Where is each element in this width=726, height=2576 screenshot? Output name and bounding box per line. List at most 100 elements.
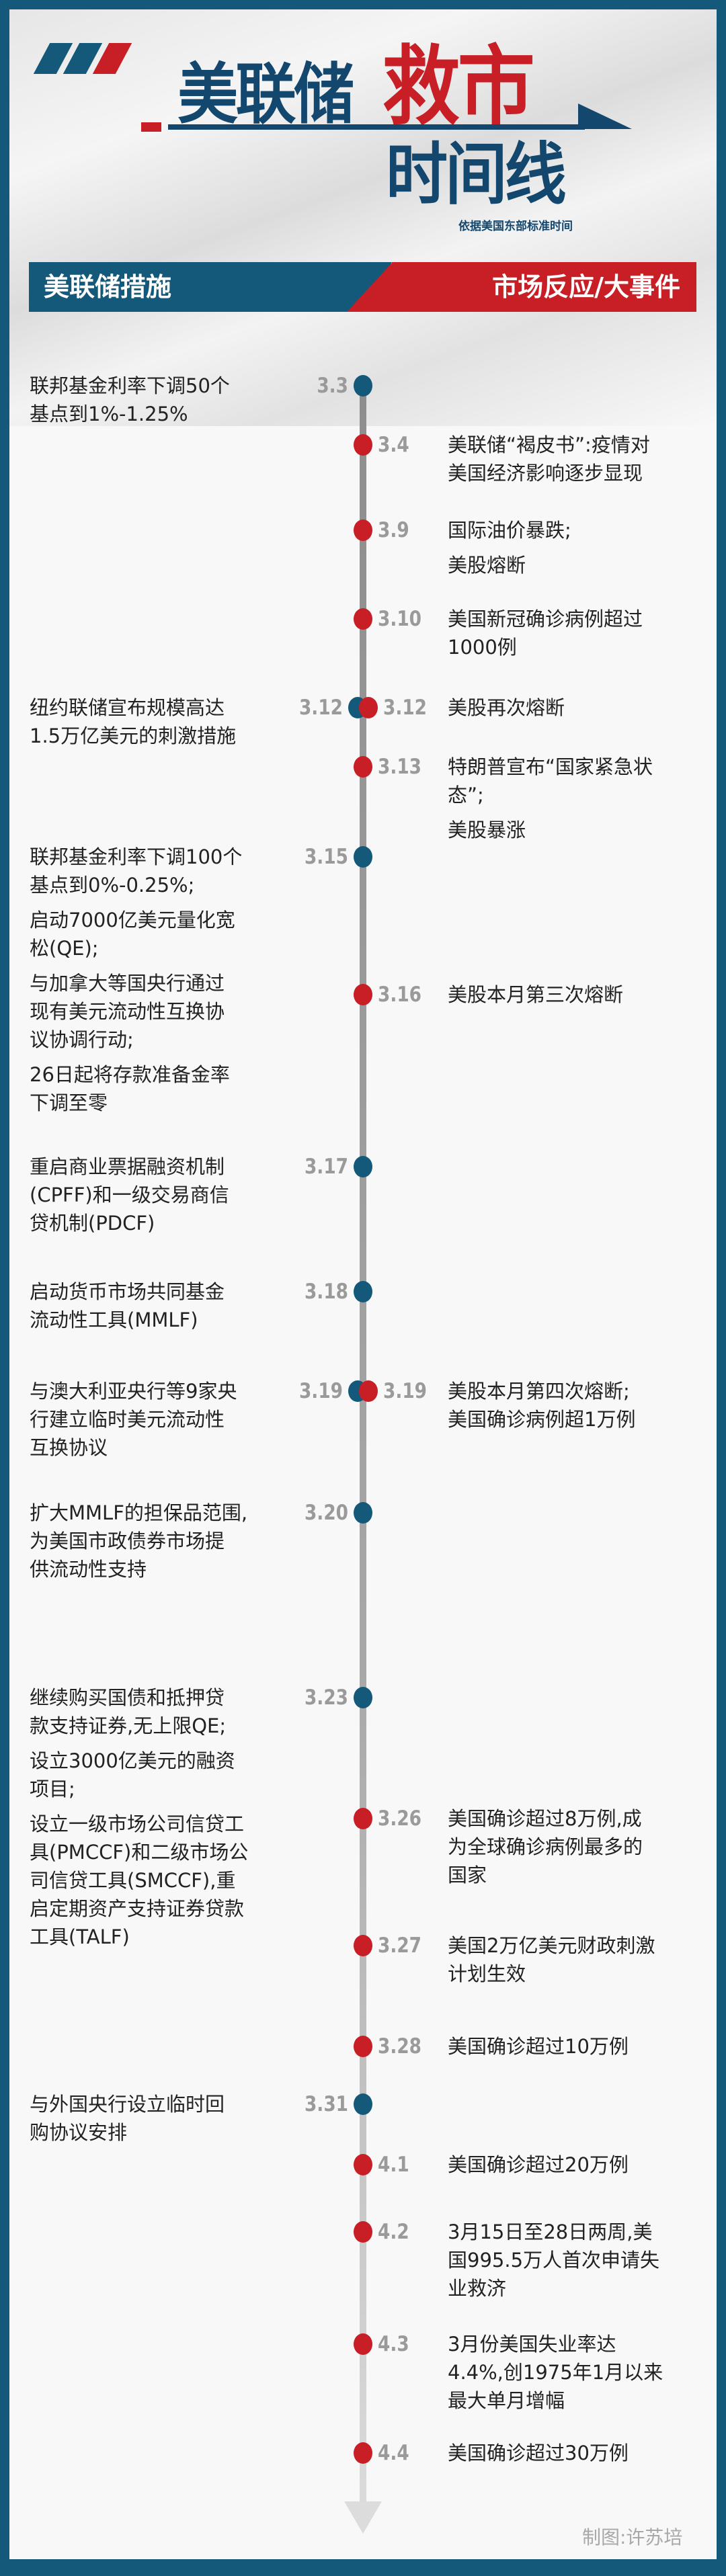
header-background <box>9 9 717 426</box>
event-text: 美股本月第四次熔断;美国确诊病例超1万例 <box>448 1377 635 1440</box>
text-line: 国995.5万人首次申请失 <box>448 2249 660 2272</box>
fed-date: 3.3 <box>317 374 348 398</box>
paragraph: 美国2万亿美元财政刺激计划生效 <box>448 1931 655 1988</box>
event-dot <box>354 1935 372 1956</box>
paragraph: 美国确诊超过30万例 <box>448 2439 629 2467</box>
text-line: 流动性工具(MMLF) <box>30 1308 198 1331</box>
text-line: 美国经济影响逐步显现 <box>448 462 643 485</box>
text-line: 态”; <box>448 784 484 806</box>
paragraph: 设立3000亿美元的融资项目; <box>30 1747 248 1803</box>
paragraph: 26日起将存款准备金率下调至零 <box>30 1061 242 1117</box>
paragraph: 与加拿大等国央行通过现有美元流动性互换协议协调行动; <box>30 969 242 1054</box>
paragraph: 美股再次熔断 <box>448 694 565 722</box>
text-line: 下调至零 <box>30 1091 108 1114</box>
banner-fed-measures: 美联储措施 <box>29 262 392 312</box>
title-underline <box>168 124 585 130</box>
event-dot <box>359 697 378 718</box>
text-line: 国际油价暴跌; <box>448 519 571 542</box>
event-text: 美国确诊超过20万例 <box>448 2151 629 2186</box>
event-dot <box>359 1380 378 1402</box>
text-line: 美联储“褐皮书”:疫情对 <box>448 433 650 456</box>
fed-measure-text: 联邦基金利率下调100个基点到0%-0.25%;启动7000亿美元量化宽松(QE… <box>30 843 242 1124</box>
text-line: 美国确诊超过20万例 <box>448 2153 629 2176</box>
text-line: 重启商业票据融资机制 <box>30 1155 225 1178</box>
text-line: 与加拿大等国央行通过 <box>30 972 225 995</box>
text-line: (CPFF)和一级交易商信 <box>30 1183 229 1206</box>
text-line: 启动货币市场共同基金 <box>30 1280 225 1303</box>
text-line: 26日起将存款准备金率 <box>30 1063 230 1086</box>
fed-dot <box>354 846 372 868</box>
event-date: 4.1 <box>378 2153 409 2177</box>
text-line: 美国确诊超过30万例 <box>448 2442 629 2464</box>
fed-measure-text: 与澳大利亚央行等9家央行建立临时美元流动性互换协议 <box>30 1377 237 1468</box>
event-date: 3.26 <box>378 1806 422 1831</box>
timeline-axis <box>360 386 366 2523</box>
event-date: 3.19 <box>383 1379 428 1403</box>
fed-date: 3.31 <box>304 2092 348 2116</box>
fed-measure-text: 与外国央行设立临时回购协议安排 <box>30 2090 225 2153</box>
fed-date: 3.20 <box>304 1501 348 1525</box>
event-date: 3.27 <box>378 1934 422 1958</box>
fed-dot <box>354 1156 372 1177</box>
text-line: 3月15日至28日两周,美 <box>448 2220 653 2243</box>
event-dot <box>354 756 372 778</box>
fed-measure-text: 继续购买国债和抵押贷款支持证券,无上限QE; 设立3000亿美元的融资项目; 设立一… <box>30 1684 248 1958</box>
event-text: 美股再次熔断 <box>448 694 565 729</box>
event-dot <box>354 434 372 456</box>
text-line: 特朗普宣布“国家紧急状 <box>448 755 653 778</box>
text-line: 现有美元流动性互换协 <box>30 1000 225 1023</box>
title-rescue: 救市 <box>382 37 535 137</box>
event-dot <box>354 520 372 541</box>
event-text: 特朗普宣布“国家紧急状态”;美股暴涨 <box>448 753 653 851</box>
paragraph: 扩大MMLF的担保品范围,为美国市政债券市场提供流动性支持 <box>30 1499 247 1583</box>
fed-date: 3.19 <box>298 1379 343 1403</box>
paragraph: 联邦基金利率下调50个基点到1%-1.25% <box>30 372 230 428</box>
event-date: 3.10 <box>378 607 422 631</box>
text-line: 启定期资产支持证券贷款 <box>30 1897 245 1920</box>
event-dot <box>354 2154 372 2175</box>
paragraph: 国际油价暴跌; <box>448 516 571 544</box>
text-line: 松(QE); <box>30 937 99 960</box>
text-line: 3月份美国失业率达 <box>448 2333 616 2356</box>
event-dot <box>354 2221 372 2243</box>
paragraph: 启动7000亿美元量化宽松(QE); <box>30 906 242 962</box>
paragraph: 美国确诊超过8万例,成为全球确诊病例最多的国家 <box>448 1804 643 1889</box>
text-line: 为美国市政债券市场提 <box>30 1530 225 1552</box>
text-line: 美国新冠确诊病例超过 <box>448 608 643 630</box>
text-line: 设立一级市场公司信贷工 <box>30 1813 245 1835</box>
event-date: 3.9 <box>378 518 409 542</box>
fed-dot <box>354 1281 372 1302</box>
fed-dot <box>354 2093 372 2115</box>
timeline-arrow-icon <box>344 2501 382 2534</box>
event-text: 美联储“褐皮书”:疫情对美国经济影响逐步显现 <box>448 431 650 494</box>
paragraph: 美股熔断 <box>448 551 571 579</box>
event-text: 国际油价暴跌; 美股熔断 <box>448 516 571 586</box>
text-line: 工具(TALF) <box>30 1925 130 1948</box>
text-line: 设立3000亿美元的融资 <box>30 1749 235 1772</box>
event-dot <box>354 608 372 630</box>
text-line: 项目; <box>30 1778 75 1800</box>
text-line: 美国确诊超过8万例,成 <box>448 1807 642 1830</box>
fed-dot <box>354 375 372 397</box>
text-line: 美国确诊超过10万例 <box>448 2035 629 2058</box>
fed-measure-text: 扩大MMLF的担保品范围,为美国市政债券市场提供流动性支持 <box>30 1499 247 1590</box>
text-line: 基点到0%-0.25%; <box>30 874 195 897</box>
title-arrow-icon <box>578 103 632 129</box>
text-line: 美股熔断 <box>448 554 526 577</box>
event-date: 3.13 <box>378 755 422 779</box>
text-line: 继续购买国债和抵押贷 <box>30 1686 225 1709</box>
paragraph: 继续购买国债和抵押贷款支持证券,无上限QE; <box>30 1684 248 1740</box>
fed-measure-text: 启动货币市场共同基金流动性工具(MMLF) <box>30 1278 225 1341</box>
text-line: 计划生效 <box>448 1962 526 1985</box>
paragraph: 启动货币市场共同基金流动性工具(MMLF) <box>30 1278 225 1334</box>
fed-date: 3.18 <box>304 1280 348 1304</box>
text-line: 最大单月增幅 <box>448 2389 565 2412</box>
title-timeline: 时间线 <box>386 135 567 214</box>
paragraph: 美联储“褐皮书”:疫情对美国经济影响逐步显现 <box>448 431 650 487</box>
text-line: 美股本月第四次熔断; <box>448 1380 630 1403</box>
event-dot <box>354 2036 372 2057</box>
